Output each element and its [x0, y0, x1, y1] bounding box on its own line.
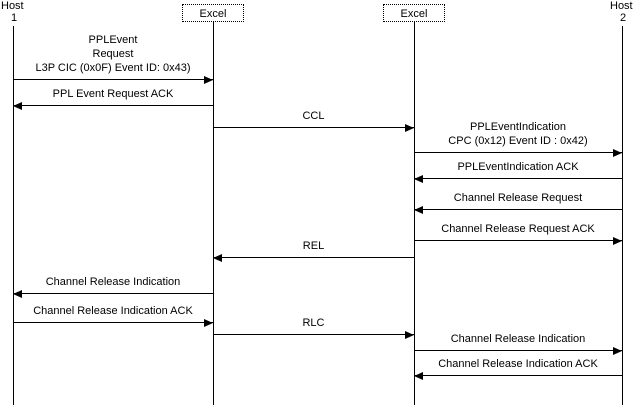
message-label-m11: RLC: [302, 317, 325, 329]
lifeline-header-excel_left[interactable]: Excel: [182, 4, 244, 22]
message-label-m5: PPLEventIndication ACK: [457, 161, 579, 173]
message-line-m10[interactable]: [13, 322, 213, 323]
arrowhead-left-icon: [414, 372, 423, 380]
lifeline-label: Host: [1, 0, 24, 12]
arrowhead-left-icon: [414, 175, 423, 183]
message-label-m1: PPLEvent: [88, 34, 138, 46]
lifeline-sublabel: 1: [11, 12, 18, 24]
message-line-m1[interactable]: [13, 79, 213, 80]
message-label-m12: Channel Release Indication: [450, 333, 586, 345]
arrowhead-right-icon: [405, 124, 414, 132]
arrowhead-right-icon: [613, 347, 622, 355]
message-line-m8[interactable]: [213, 257, 414, 258]
arrowhead-left-icon: [13, 290, 22, 298]
lifeline-label: Excel: [199, 8, 227, 20]
lifeline-header-excel_right[interactable]: Excel: [383, 4, 445, 22]
message-label-m1-3: L3P CIC (0x0F) Event ID: 0x43): [35, 62, 191, 74]
lifeline-host1: [13, 26, 14, 405]
message-line-m6[interactable]: [414, 209, 622, 210]
message-label-m3: CCL: [302, 110, 325, 122]
lifeline-label: Host: [610, 0, 633, 12]
message-line-m12[interactable]: [414, 350, 622, 351]
message-label-m2: PPL Event Request ACK: [52, 88, 174, 100]
arrowhead-left-icon: [213, 254, 222, 262]
arrowhead-right-icon: [204, 319, 213, 327]
arrowhead-right-icon: [405, 331, 414, 339]
arrowhead-right-icon: [613, 149, 622, 157]
lifeline-host2: [622, 26, 623, 405]
message-line-m9[interactable]: [13, 293, 213, 294]
message-line-m2[interactable]: [13, 105, 213, 106]
message-line-m11[interactable]: [213, 334, 414, 335]
message-line-m4[interactable]: [414, 152, 622, 153]
message-label-m9: Channel Release Indication: [45, 276, 181, 288]
message-line-m13[interactable]: [414, 375, 622, 376]
message-label-m10: Channel Release Indication ACK: [33, 305, 193, 317]
message-label-m13: Channel Release Indication ACK: [438, 358, 598, 370]
arrowhead-right-icon: [204, 76, 213, 84]
arrowhead-left-icon: [13, 102, 22, 110]
arrowhead-left-icon: [414, 206, 423, 214]
message-line-m7[interactable]: [414, 240, 622, 241]
lifeline-excel_left: [213, 22, 214, 405]
message-label-m4: PPLEventIndication: [469, 121, 566, 133]
message-label-m1-2: Request: [92, 48, 134, 60]
message-line-m3[interactable]: [213, 127, 414, 128]
lifeline-label: Excel: [400, 8, 428, 20]
message-label-m8: REL: [302, 240, 325, 252]
message-label-m6: Channel Release Request: [453, 192, 583, 204]
message-label-m4-2: CPC (0x12) Event ID : 0x42): [448, 135, 588, 147]
arrowhead-right-icon: [613, 237, 622, 245]
message-label-m7: Channel Release Request ACK: [441, 223, 595, 235]
message-line-m5[interactable]: [414, 178, 622, 179]
lifeline-sublabel: 2: [620, 12, 627, 24]
